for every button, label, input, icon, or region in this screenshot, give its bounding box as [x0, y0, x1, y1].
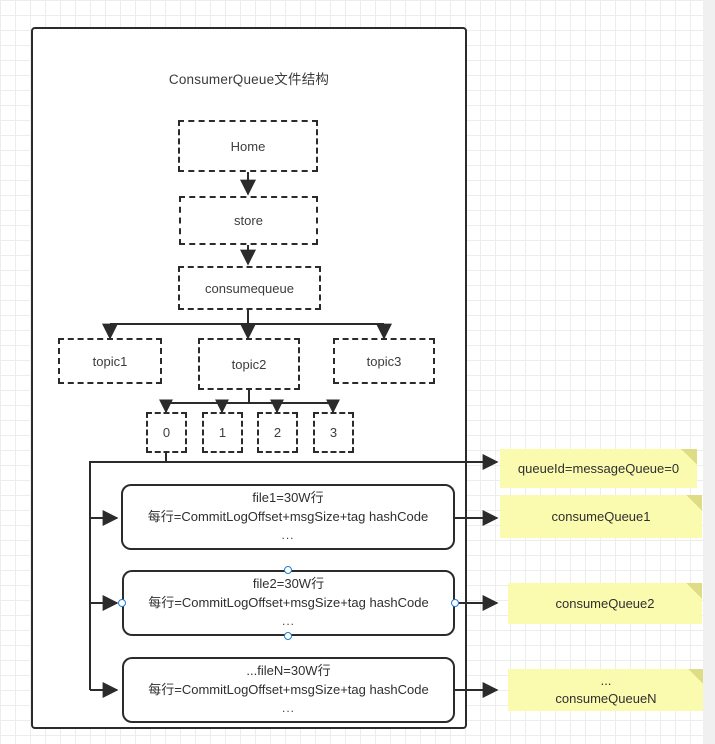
file-box-1-line2: 每行=CommitLogOffset+msgSize+tag hashCode [147, 509, 429, 525]
node-topic2-label: topic2 [231, 356, 267, 372]
page-title: ConsumerQueue文件结构 [168, 72, 330, 87]
node-queue-2-label: 2 [273, 425, 282, 440]
node-consumequeue-label: consumequeue [205, 280, 294, 296]
file-box-3-line3: ... [281, 701, 295, 716]
node-home-label: Home [230, 138, 266, 154]
node-queue-3[interactable]: 3 [313, 412, 354, 453]
file-box-3[interactable]: ...fileN=30W行 每行=CommitLogOffset+msgSize… [122, 657, 455, 723]
node-store-label: store [234, 213, 263, 228]
file-box-3-line2: 每行=CommitLogOffset+msgSize+tag hashCode [148, 682, 429, 698]
wire-queue0-note1 [165, 453, 499, 470]
note-consume-queue-n[interactable]: ... consumeQueueN [508, 669, 704, 711]
page-right-gutter [703, 0, 715, 744]
node-home[interactable]: Home [178, 120, 318, 172]
file-box-2-line1: file2=30W行 [252, 576, 325, 592]
node-queue-2[interactable]: 2 [257, 412, 298, 453]
selection-handle-right[interactable] [451, 599, 459, 607]
node-topic1-label: topic1 [92, 353, 128, 369]
note-consume-queue-n-line1: ... [600, 673, 612, 689]
note-consume-queue-1[interactable]: consumeQueue1 [500, 495, 702, 538]
node-topic2[interactable]: topic2 [198, 338, 300, 390]
file-box-2-line2: 每行=CommitLogOffset+msgSize+tag hashCode [148, 595, 429, 611]
node-topic3-label: topic3 [366, 353, 402, 369]
node-queue-0[interactable]: 0 [146, 412, 187, 453]
node-queue-1[interactable]: 1 [202, 412, 243, 453]
file-box-2[interactable]: file2=30W行 每行=CommitLogOffset+msgSize+ta… [122, 570, 455, 636]
note-fold-icon [681, 449, 697, 465]
node-store[interactable]: store [179, 196, 318, 245]
file-box-1-line1: file1=30W行 [252, 490, 324, 506]
node-queue-0-label: 0 [162, 425, 171, 440]
file-box-1-line3: ... [281, 528, 295, 543]
note-fold-icon [686, 583, 702, 599]
file-box-2-line3: ... [281, 614, 295, 629]
node-consumequeue[interactable]: consumequeue [178, 266, 321, 310]
note-consume-queue-n-line2: consumeQueueN [555, 691, 657, 706]
file-box-3-line1: ...fileN=30W行 [246, 663, 331, 679]
selection-handle-left[interactable] [118, 599, 126, 607]
note-consume-queue-2-label: consumeQueue2 [555, 595, 655, 611]
note-consume-queue-2[interactable]: consumeQueue2 [508, 583, 702, 624]
note-queue-id[interactable]: queueId=messageQueue=0 [500, 449, 697, 488]
node-topic1[interactable]: topic1 [58, 338, 162, 384]
file-box-1[interactable]: file1=30W行 每行=CommitLogOffset+msgSize+ta… [121, 484, 455, 550]
note-fold-icon [688, 669, 704, 685]
note-fold-icon [686, 495, 702, 511]
note-queue-id-label: queueId=messageQueue=0 [517, 460, 680, 476]
node-queue-3-label: 3 [329, 425, 338, 440]
note-consume-queue-1-label: consumeQueue1 [551, 508, 651, 524]
selection-handle-bottom[interactable] [284, 632, 292, 640]
selection-handle-top[interactable] [284, 566, 292, 574]
node-queue-1-label: 1 [218, 425, 227, 440]
node-topic3[interactable]: topic3 [333, 338, 435, 384]
